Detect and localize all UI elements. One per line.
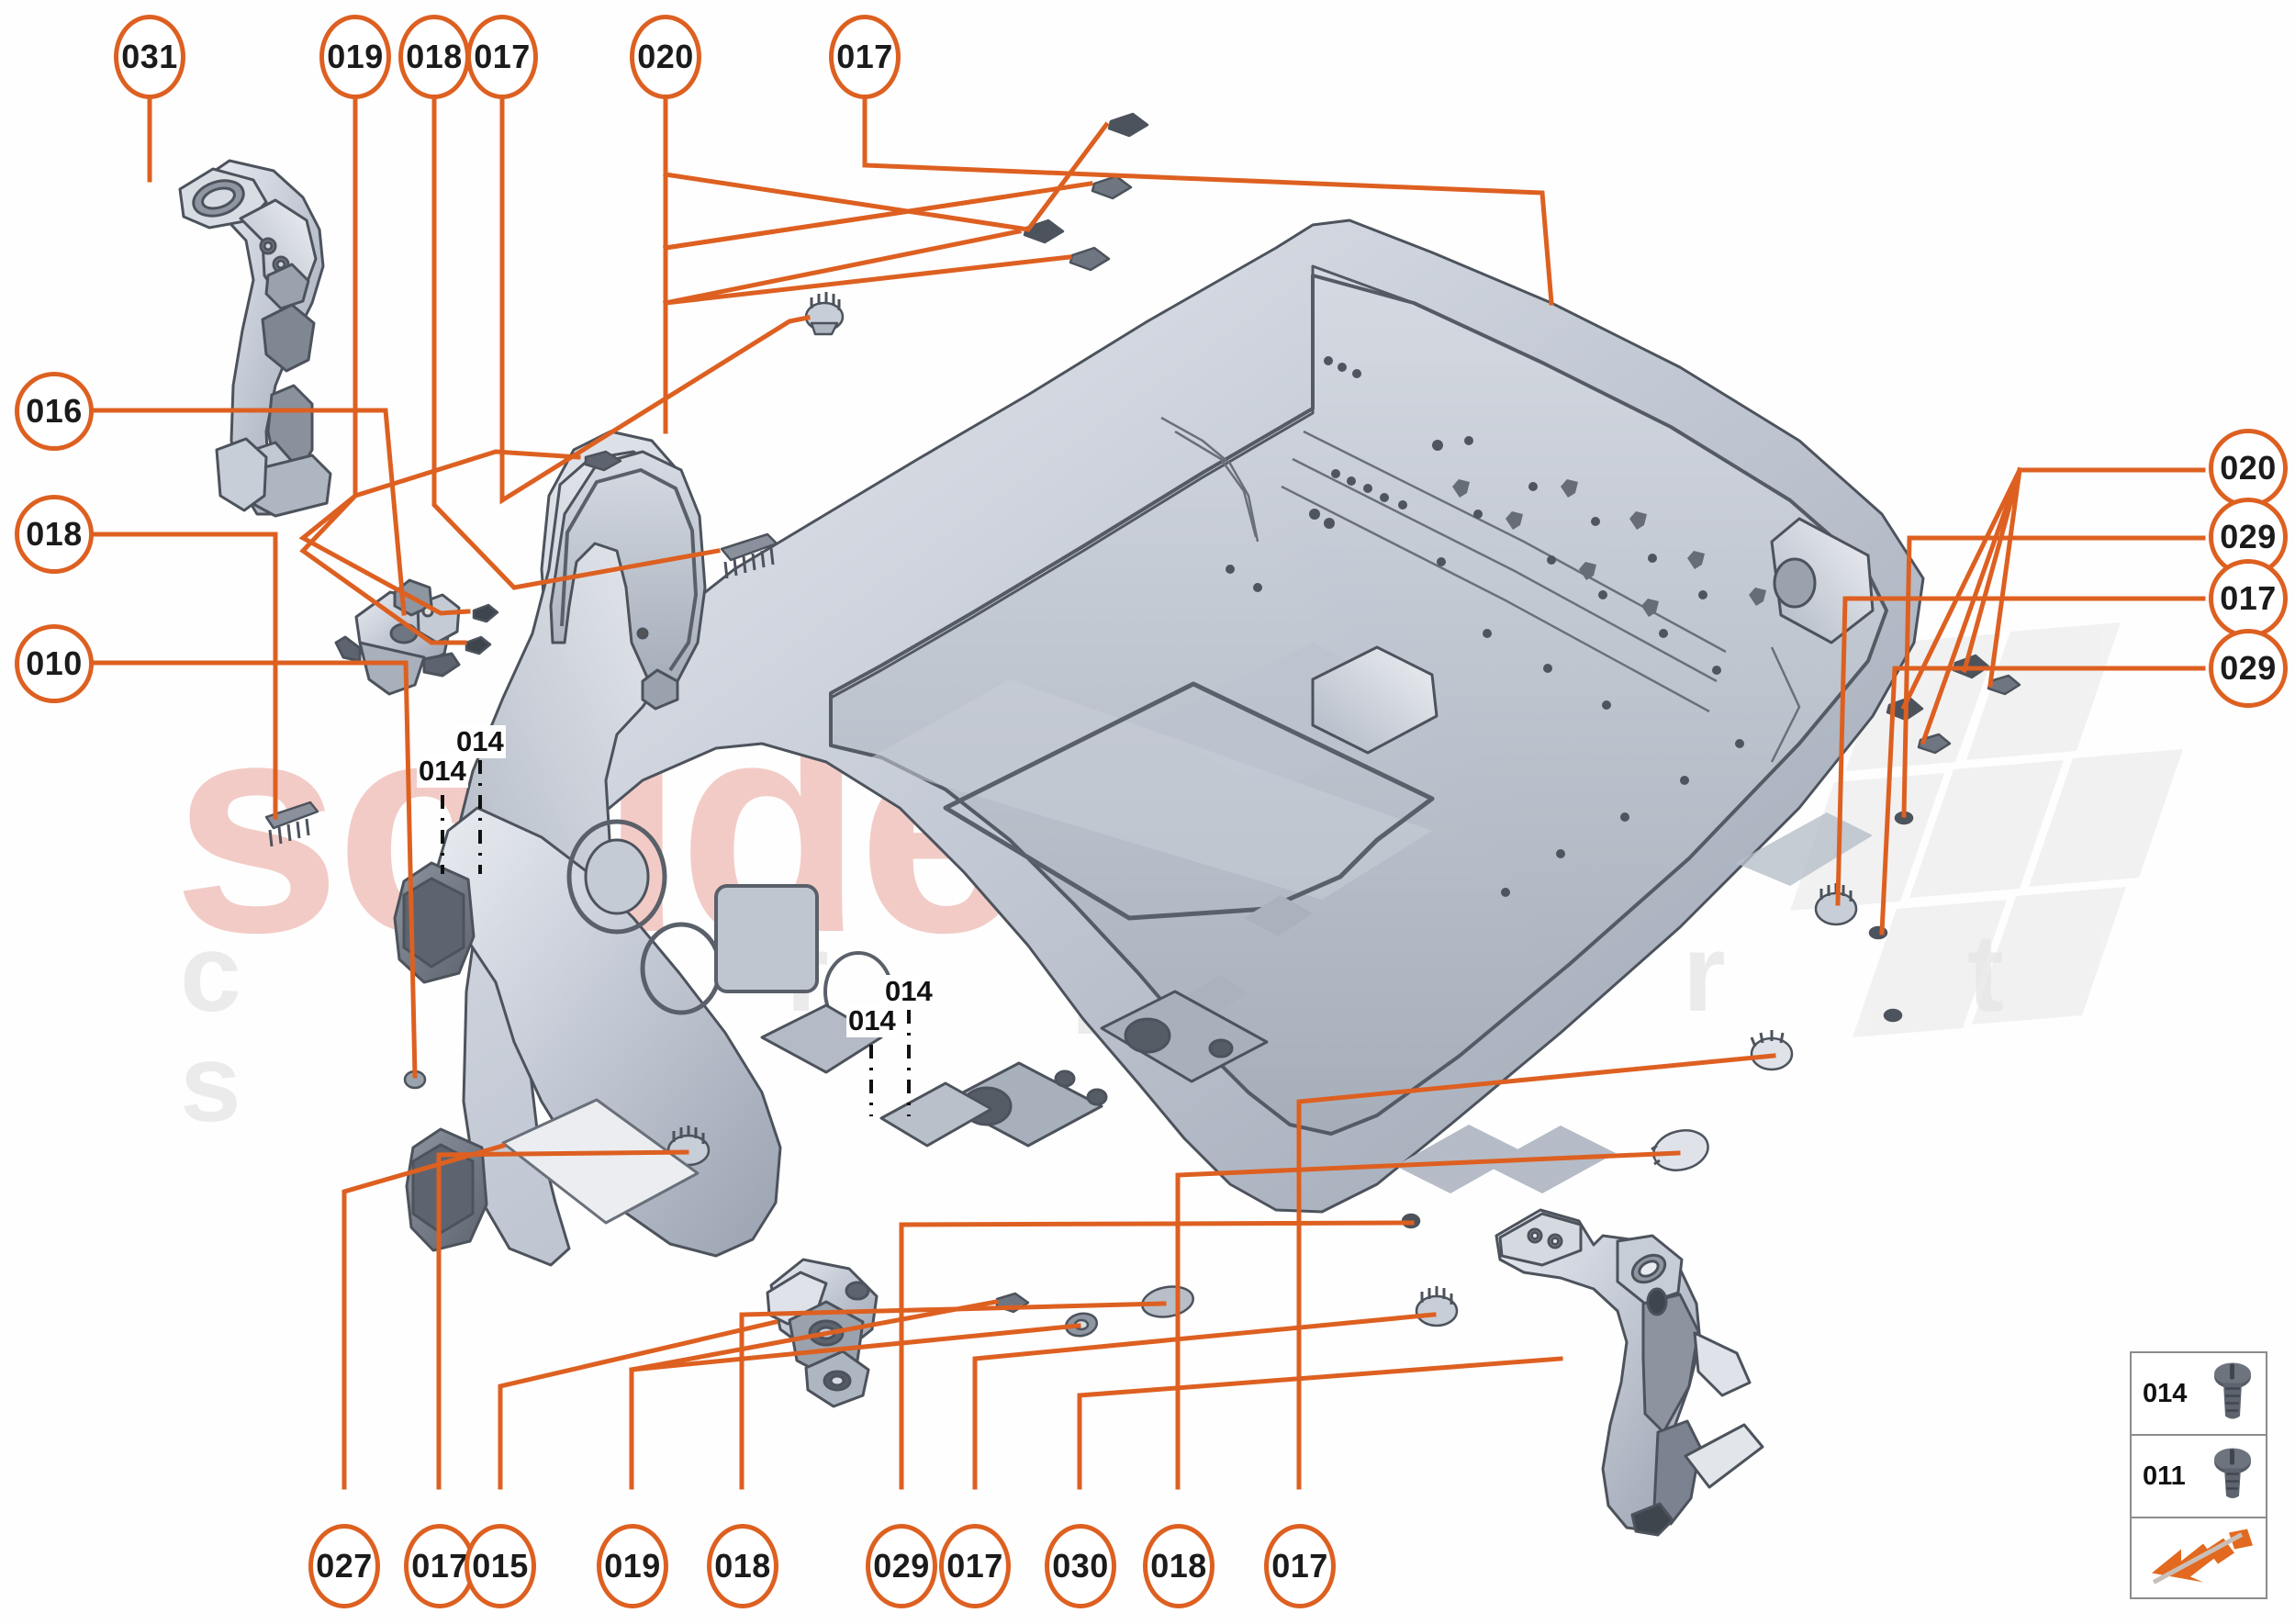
clip-018-right (1651, 1129, 1709, 1171)
screw-icon (2209, 1447, 2256, 1506)
rear-body-structure-part (462, 218, 1925, 1267)
clip-020-right-b (1987, 674, 2021, 696)
part-016-bracket (334, 578, 461, 696)
callout-label: 019 (327, 38, 384, 75)
callout-label: 018 (406, 38, 463, 75)
clip-019-a (584, 450, 622, 472)
callout-018-7[interactable]: 018 (15, 495, 94, 574)
callout-015-15[interactable]: 015 (465, 1524, 536, 1608)
clip-020-c (1023, 218, 1065, 244)
clip-017-right (1814, 883, 1858, 926)
callout-label: 020 (637, 38, 694, 75)
callout-label: 031 (121, 38, 178, 75)
callout-018-17[interactable]: 018 (707, 1524, 778, 1608)
callout-017-14[interactable]: 017 (404, 1524, 476, 1608)
callout-019-16[interactable]: 019 (597, 1524, 668, 1608)
clip-019-c (465, 635, 492, 655)
callout-label: 017 (474, 38, 531, 75)
callout-label: 017 (411, 1547, 468, 1585)
callout-029-12[interactable]: 029 (2209, 629, 2288, 708)
clip-017-a (804, 292, 845, 336)
legend-label-014: 014 (2143, 1378, 2188, 1408)
callout-029-10[interactable]: 029 (2209, 498, 2288, 577)
callout-label: 029 (873, 1547, 930, 1585)
clip-017-bottom-right (1415, 1286, 1459, 1327)
callout-label: 018 (714, 1547, 771, 1585)
part-031-rear-rail (178, 159, 332, 518)
floor-studs (1452, 479, 1766, 617)
trunk-floor-panel (1160, 416, 1801, 763)
callout-010-8[interactable]: 010 (15, 624, 94, 703)
callout-017-11[interactable]: 017 (2209, 559, 2288, 638)
leader-lines-014 (441, 760, 911, 1116)
callout-label: 020 (2220, 449, 2277, 487)
callout-label: 017 (836, 38, 893, 75)
callout-label: 017 (1271, 1547, 1328, 1585)
inline-label-014-0: 014 (454, 725, 506, 758)
inline-label-014-3: 014 (846, 1004, 898, 1037)
callout-029-18[interactable]: 029 (866, 1524, 937, 1608)
callout-label: 030 (1052, 1547, 1109, 1585)
leader-lines (87, 98, 2206, 1490)
legend-row-014[interactable]: 014 (2132, 1353, 2266, 1436)
screw-029-c (1883, 1008, 1903, 1023)
callout-label: 016 (26, 392, 83, 430)
clip-019-b (472, 603, 499, 623)
clip-020-d (1069, 246, 1111, 272)
callout-031-0[interactable]: 031 (114, 15, 185, 99)
clip-020-a (1107, 112, 1149, 138)
callout-016-6[interactable]: 016 (15, 372, 94, 451)
callout-027-13[interactable]: 027 (308, 1524, 380, 1608)
floor-holes (1226, 356, 1744, 897)
gasket-027 (501, 1098, 700, 1225)
screw-icon (2209, 1361, 2256, 1427)
callout-017-3[interactable]: 017 (466, 15, 538, 99)
callout-label: 019 (604, 1547, 661, 1585)
callout-019-1[interactable]: 019 (319, 15, 391, 99)
callout-017-22[interactable]: 017 (1264, 1524, 1336, 1608)
clip-017-right-lower (1750, 1030, 1794, 1071)
legend-label-011: 011 (2143, 1461, 2186, 1491)
callout-030-20[interactable]: 030 (1045, 1524, 1116, 1608)
callout-label: 029 (2220, 518, 2277, 555)
callout-017-5[interactable]: 017 (829, 15, 901, 99)
callout-label: 017 (946, 1547, 1003, 1585)
callout-017-19[interactable]: 017 (939, 1524, 1011, 1608)
callout-018-21[interactable]: 018 (1143, 1524, 1215, 1608)
clip-018-a (720, 532, 778, 579)
callout-020-4[interactable]: 020 (630, 15, 701, 99)
callout-label: 015 (472, 1547, 529, 1585)
callout-label: 018 (26, 515, 83, 553)
callout-label: 027 (316, 1547, 373, 1585)
callout-020-9[interactable]: 020 (2209, 429, 2288, 508)
part-030-wheelhouse-bracket (1495, 1208, 1764, 1537)
legend-row-011[interactable]: 011 (2132, 1436, 2266, 1518)
legend-row-arrow[interactable] (2132, 1518, 2266, 1601)
legend-box: 014 011 (2130, 1351, 2267, 1599)
clip-020-b (1091, 174, 1133, 200)
callout-018-2[interactable]: 018 (398, 15, 470, 99)
inline-label-014-2: 014 (883, 975, 935, 1008)
callout-label: 010 (26, 644, 83, 682)
callout-label: 029 (2220, 649, 2277, 687)
inline-label-014-1: 014 (417, 755, 468, 788)
callout-label: 018 (1150, 1547, 1207, 1585)
callout-label: 017 (2220, 579, 2277, 617)
front-bulkhead-structure (393, 450, 1269, 1258)
clip-018-left (264, 801, 319, 847)
orange-arrow-icon (2150, 1529, 2253, 1591)
